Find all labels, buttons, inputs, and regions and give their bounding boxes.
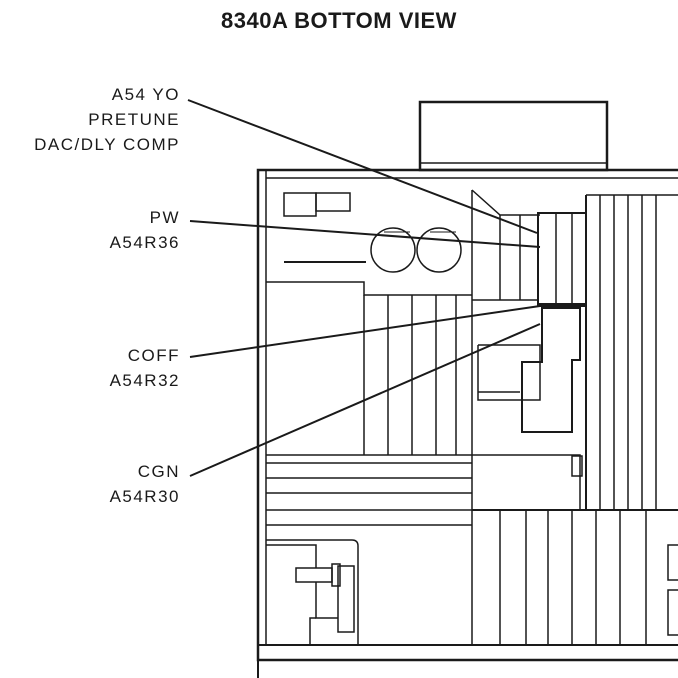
- top-connector: [418, 100, 609, 172]
- callout-cgn-line-1: CGN: [137, 462, 180, 481]
- chassis-outline: [256, 168, 678, 678]
- callout-coff-line-1: COFF: [127, 346, 180, 365]
- callout-cgn-line-2: A54R30: [109, 487, 180, 506]
- lower-right-fins: [472, 509, 678, 645]
- lower-left-plates: [266, 454, 473, 645]
- leader-coff: [189, 305, 541, 358]
- leader-yo-pretune: [187, 99, 538, 234]
- callout-yo-pretune-line-3: DAC/DLY COMP: [34, 135, 180, 154]
- leader-lines: [187, 99, 541, 477]
- callout-yo-pretune: A54 YO PRETUNE DAC/DLY COMP: [34, 82, 180, 157]
- callout-pw-line-1: PW: [149, 208, 180, 227]
- callout-coff-line-2: A54R32: [109, 371, 180, 390]
- callout-yo-pretune-line-1: A54 YO: [111, 85, 180, 104]
- lower-left-assembly: [266, 539, 359, 645]
- leader-cgn: [189, 323, 541, 477]
- callout-coff: COFF A54R32: [110, 343, 180, 393]
- callout-yo-pretune-line-2: PRETUNE: [88, 110, 180, 129]
- upper-center-stack: [471, 189, 587, 307]
- central-bracket-assembly: [472, 304, 583, 510]
- callout-pw: PW A54R36: [110, 205, 180, 255]
- round-capacitors: [370, 227, 462, 273]
- callout-cgn: CGN A54R30: [110, 459, 180, 509]
- right-fin-stack: [585, 194, 678, 510]
- diagram-title: 8340A BOTTOM VIEW: [221, 8, 457, 33]
- leader-pw: [189, 220, 541, 248]
- callout-pw-line-2: A54R36: [109, 233, 180, 252]
- upper-left-block: [283, 192, 366, 263]
- left-middle-structure: [266, 190, 473, 455]
